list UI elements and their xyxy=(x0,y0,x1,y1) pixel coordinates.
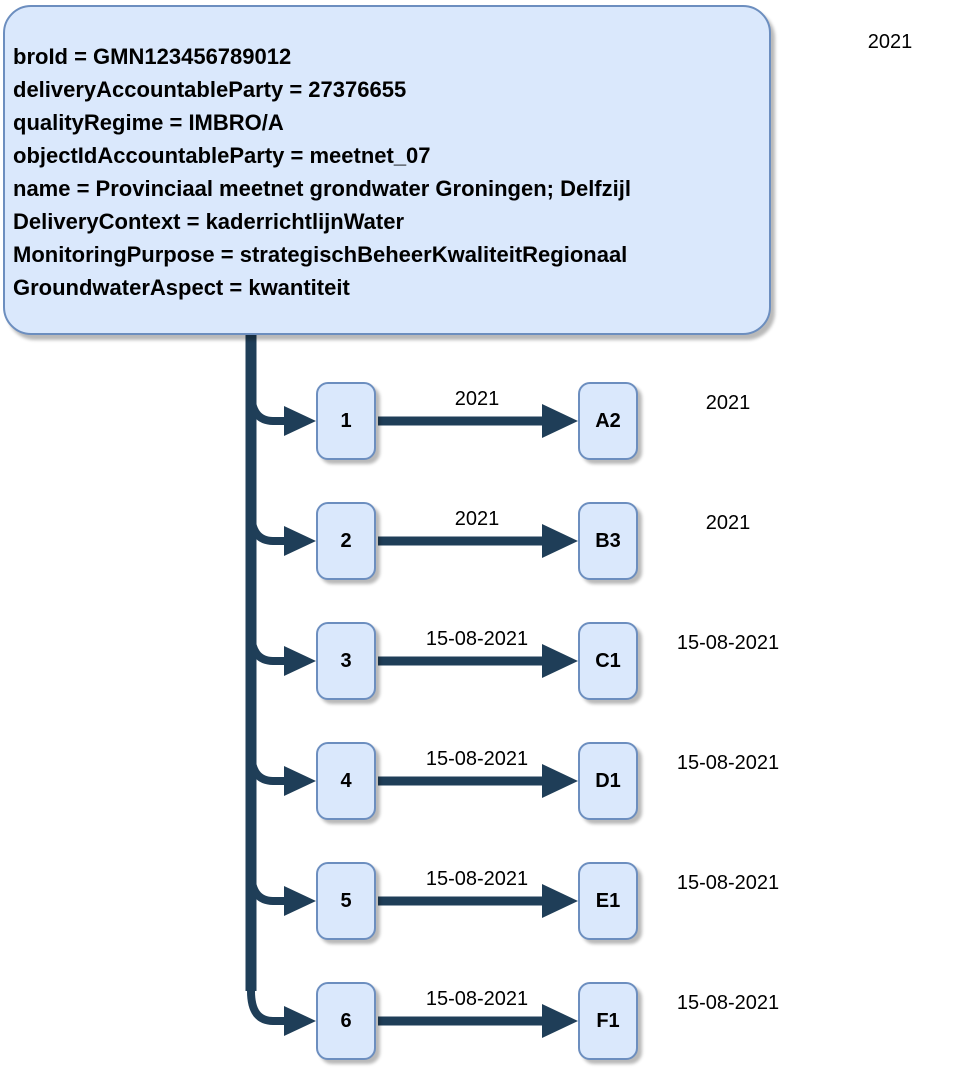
monitoring-tube-label: E1 xyxy=(595,889,621,912)
row-date-label: 15-08-2021 xyxy=(676,992,780,1014)
gmn-attribute-broid: broId = GMN123456789012 xyxy=(13,44,292,69)
monitoring-point-row: 6 15-08-2021 F1 15-08-2021 xyxy=(0,982,960,1060)
monitoring-point-box: 4 xyxy=(316,742,376,820)
monitoring-point-box: 1 xyxy=(316,382,376,460)
gmn-attribute-object-id: objectIdAccountableParty = meetnet_07 xyxy=(13,143,431,168)
monitoring-point-label: 3 xyxy=(340,649,352,672)
monitoring-point-box: 2 xyxy=(316,502,376,580)
monitoring-point-row: 4 15-08-2021 D1 15-08-2021 xyxy=(0,742,960,820)
gmn-attribute-groundwater-aspect: GroundwaterAspect = kwantiteit xyxy=(13,275,350,300)
monitoring-point-row: 2 2021 B3 2021 xyxy=(0,502,960,580)
edge-date-label: 2021 xyxy=(454,388,500,410)
monitoring-point-row: 3 15-08-2021 C1 15-08-2021 xyxy=(0,622,960,700)
edge-date-label: 15-08-2021 xyxy=(425,988,529,1010)
monitoring-point-label: 6 xyxy=(340,1009,352,1032)
gmn-attribute-quality-regime: qualityRegime = IMBRO/A xyxy=(13,110,284,135)
monitoring-tube-box: C1 xyxy=(578,622,638,700)
row-date-label: 15-08-2021 xyxy=(676,752,780,774)
monitoring-tube-label: B3 xyxy=(595,529,621,552)
monitoring-tube-label: D1 xyxy=(595,769,621,792)
edge-date-label: 15-08-2021 xyxy=(425,748,529,770)
monitoring-point-row: 5 15-08-2021 E1 15-08-2021 xyxy=(0,862,960,940)
gmn-attribute-delivery-party: deliveryAccountableParty = 27376655 xyxy=(13,77,407,102)
monitoring-tube-label: C1 xyxy=(595,649,621,672)
monitoring-tube-box: A2 xyxy=(578,382,638,460)
gmn-attribute-delivery-context: DeliveryContext = kaderrichtlijnWater xyxy=(13,209,405,234)
gmn-attribute-monitoring-purpose: MonitoringPurpose = strategischBeheerKwa… xyxy=(13,242,628,267)
row-date-label: 2021 xyxy=(705,512,751,534)
row-date-label: 15-08-2021 xyxy=(676,632,780,654)
monitoring-point-box: 6 xyxy=(316,982,376,1060)
monitoring-tube-label: A2 xyxy=(595,409,621,432)
monitoring-point-box: 3 xyxy=(316,622,376,700)
monitoring-point-box: 5 xyxy=(316,862,376,940)
monitoring-tube-box: E1 xyxy=(578,862,638,940)
monitoring-point-row: 1 2021 A2 2021 xyxy=(0,382,960,460)
gmn-attribute-name: name = Provinciaal meetnet grondwater Gr… xyxy=(13,176,631,201)
gmn-attributes-box: broId = GMN123456789012 deliveryAccounta… xyxy=(3,5,771,335)
monitoring-tube-box: F1 xyxy=(578,982,638,1060)
row-date-label: 2021 xyxy=(705,392,751,414)
monitoring-tube-label: F1 xyxy=(596,1009,620,1032)
monitoring-point-label: 1 xyxy=(340,409,352,432)
edge-date-label: 15-08-2021 xyxy=(425,628,529,650)
diagram-year-label: 2021 xyxy=(867,31,913,53)
edge-date-label: 2021 xyxy=(454,508,500,530)
monitoring-point-label: 4 xyxy=(340,769,352,792)
monitoring-point-label: 2 xyxy=(340,529,352,552)
edge-date-label: 15-08-2021 xyxy=(425,868,529,890)
monitoring-tube-box: B3 xyxy=(578,502,638,580)
monitoring-tube-box: D1 xyxy=(578,742,638,820)
monitoring-point-label: 5 xyxy=(340,889,352,912)
row-date-label: 15-08-2021 xyxy=(676,872,780,894)
